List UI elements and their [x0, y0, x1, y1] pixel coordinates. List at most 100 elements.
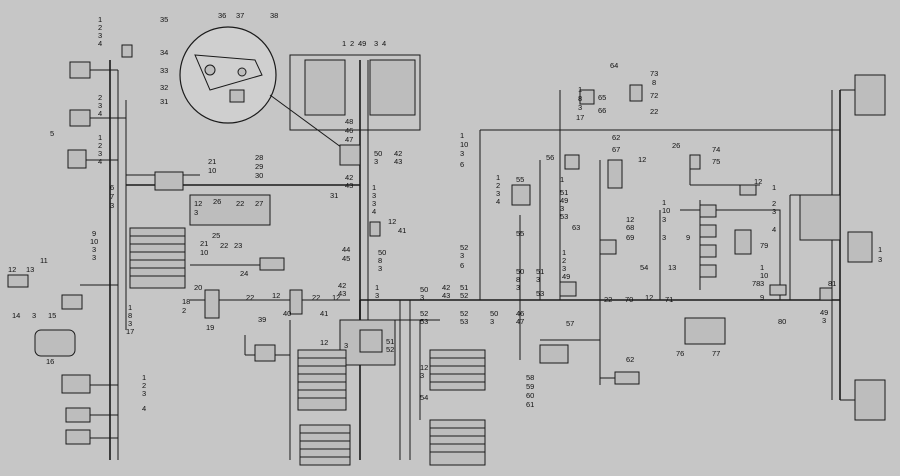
- callout: 53: [536, 289, 544, 298]
- callout: 9: [760, 293, 764, 302]
- callout: 4: [98, 157, 102, 166]
- callout: 2: [98, 93, 102, 102]
- callout: 2: [98, 23, 102, 32]
- callout: 26: [213, 197, 221, 206]
- callout: 61: [526, 400, 534, 409]
- callout: 50: [378, 248, 386, 257]
- callout: 3: [110, 201, 114, 210]
- callout: 42: [338, 281, 346, 290]
- rear-lamp-left-1: [61, 374, 91, 394]
- callout: 6: [110, 183, 114, 192]
- callout: 3: [490, 317, 494, 326]
- callout: 12: [8, 265, 16, 274]
- callout: 2: [496, 181, 500, 190]
- callout: 67: [612, 145, 620, 154]
- callout: 3: [420, 293, 424, 302]
- callout: 2: [350, 39, 354, 48]
- callout: 3: [562, 264, 566, 273]
- callout: 79: [760, 241, 768, 250]
- callout: 48: [345, 117, 353, 126]
- callout-labels: 1 2 3 4 2 3 4 5 1 2 3 4 6 7 3 9 10 3 3 1…: [8, 11, 882, 413]
- instrument-cluster-left: [304, 59, 346, 116]
- callout: 3: [375, 291, 379, 300]
- callout: 3: [98, 101, 102, 110]
- sensor-40: [289, 289, 303, 315]
- callout: 22: [236, 199, 244, 208]
- callout: 22: [604, 295, 612, 304]
- component-81: [819, 287, 833, 301]
- callout: 14: [12, 311, 20, 320]
- callout: 22: [312, 293, 320, 302]
- callout: 41: [320, 309, 328, 318]
- callout: 52: [386, 345, 394, 354]
- callout: 17: [126, 327, 134, 336]
- callout: 59: [526, 382, 534, 391]
- callout: 1: [578, 85, 582, 94]
- callout: 4: [496, 197, 500, 206]
- callout: 4: [98, 39, 102, 48]
- callout: 43: [442, 291, 450, 300]
- callout: 42: [442, 283, 450, 292]
- components: [7, 26, 886, 466]
- ignition-switch: [339, 144, 361, 166]
- relay-block: [154, 171, 184, 191]
- relay-13: [699, 264, 717, 278]
- callout: 3: [374, 157, 378, 166]
- callout: 32: [160, 83, 168, 92]
- callout: 22: [246, 293, 254, 302]
- connector-banks: [297, 349, 486, 466]
- component-63: [599, 239, 617, 255]
- callout: 3: [460, 251, 464, 260]
- callout: 53: [420, 317, 428, 326]
- callout: 1: [560, 175, 564, 184]
- callout: 2: [98, 141, 102, 150]
- component-74: [689, 154, 701, 170]
- callout: 8: [516, 275, 520, 284]
- callout: 66: [598, 106, 606, 115]
- callout: 21: [200, 239, 208, 248]
- callout: 70: [625, 295, 633, 304]
- callout: 80: [778, 317, 786, 326]
- callout: 18: [182, 297, 190, 306]
- callout: 26: [672, 141, 680, 150]
- callout: 4: [98, 109, 102, 118]
- callout: 10: [460, 140, 468, 149]
- component-76-77: [684, 317, 726, 345]
- callout: 1: [496, 173, 500, 182]
- callout: 24: [240, 269, 248, 278]
- callout: 56: [546, 153, 554, 162]
- callout: 47: [345, 135, 353, 144]
- callout: 81: [828, 279, 836, 288]
- callout: 45: [342, 254, 350, 263]
- callout: 71: [665, 295, 673, 304]
- callout: 3: [98, 31, 102, 40]
- callout: 63: [572, 223, 580, 232]
- callout: 28: [255, 153, 263, 162]
- callout: 3: [460, 149, 464, 158]
- callout: 62: [626, 355, 634, 364]
- front-lamp-left: [67, 149, 87, 169]
- wiring-harness: [80, 54, 860, 460]
- component-62: [614, 371, 640, 385]
- callout: 1: [142, 373, 146, 382]
- callout: 3: [378, 264, 382, 273]
- component-73: [629, 84, 643, 102]
- callout: 1: [128, 303, 132, 312]
- callout: 40: [283, 309, 291, 318]
- callout: 47: [516, 317, 524, 326]
- rear-lamp-left-2: [65, 407, 91, 423]
- callout: 3: [344, 341, 348, 350]
- callout: 3: [760, 279, 764, 288]
- callout: 73: [650, 69, 658, 78]
- callout: 12: [420, 363, 428, 372]
- callout: 46: [345, 126, 353, 135]
- callout: 1: [342, 39, 346, 48]
- callout: 22: [650, 107, 658, 116]
- callout: 1: [372, 183, 376, 192]
- callout: 43: [345, 181, 353, 190]
- callout: 12: [645, 293, 653, 302]
- callout: 17: [576, 113, 584, 122]
- callout: 8: [378, 256, 382, 265]
- callout: 41: [398, 226, 406, 235]
